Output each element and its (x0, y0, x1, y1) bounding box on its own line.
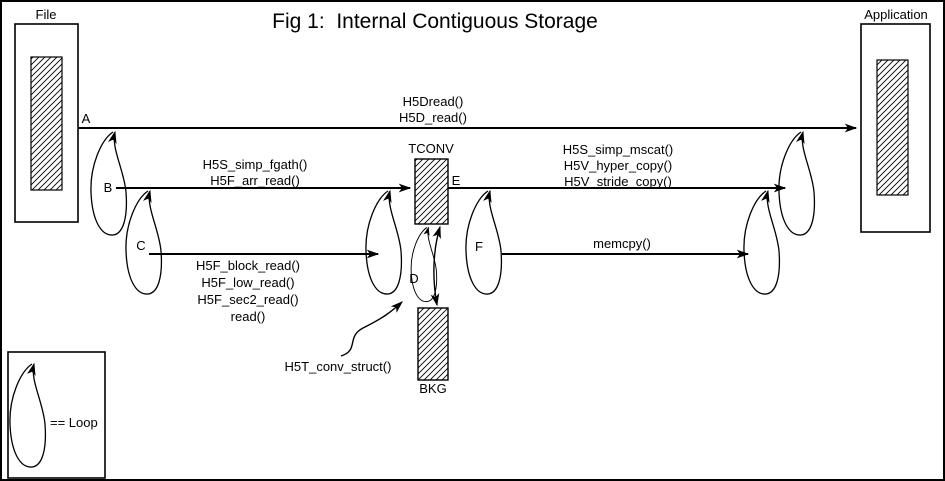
line-c-fn-4: read() (231, 309, 266, 324)
tconv-label: TCONV (408, 141, 454, 156)
file-buffer-hatch (30, 56, 63, 191)
legend-label: == Loop (50, 415, 98, 430)
line-a-fn-1: H5Dread() (403, 94, 464, 109)
application-box (860, 23, 931, 233)
point-c-label: C (136, 238, 145, 253)
line-a-fn-2: H5D_read() (399, 110, 467, 125)
line-c-fn-2: H5F_low_read() (201, 275, 294, 290)
line-e-fn-3: H5V_stride_copy() (564, 174, 672, 189)
conv-struct-pointer-arrow (340, 301, 403, 357)
file-label: File (36, 7, 57, 22)
point-d-label: D (409, 271, 418, 286)
file-box (14, 23, 79, 223)
line-e-fn-1: H5S_simp_mscat() (563, 142, 674, 157)
legend-box (7, 351, 106, 479)
line-b-fn-2: H5F_arr_read() (210, 173, 300, 188)
application-buffer-hatch (876, 59, 909, 196)
point-e-label: E (452, 173, 461, 188)
line-c-fn-3: H5F_sec2_read() (197, 292, 298, 307)
point-f-label: F (475, 239, 483, 254)
figure-title: Fig 1: Internal Contiguous Storage (272, 10, 598, 33)
line-b-fn-1: H5S_simp_fgath() (203, 157, 308, 172)
application-label: Application (864, 7, 928, 22)
line-e-fn-2: H5V_hyper_copy() (564, 158, 672, 173)
point-b-label: B (104, 180, 113, 195)
tconv-bkg-double-arrow (430, 225, 441, 307)
tconv-buffer-hatch (414, 158, 449, 225)
bkg-buffer-hatch (417, 307, 449, 381)
line-c-fn-1: H5F_block_read() (196, 258, 300, 273)
line-f-fn-1: memcpy() (593, 236, 651, 251)
bkg-label: BKG (419, 381, 446, 396)
point-a-label: A (82, 111, 91, 126)
conv-struct-label: H5T_conv_struct() (285, 359, 392, 374)
